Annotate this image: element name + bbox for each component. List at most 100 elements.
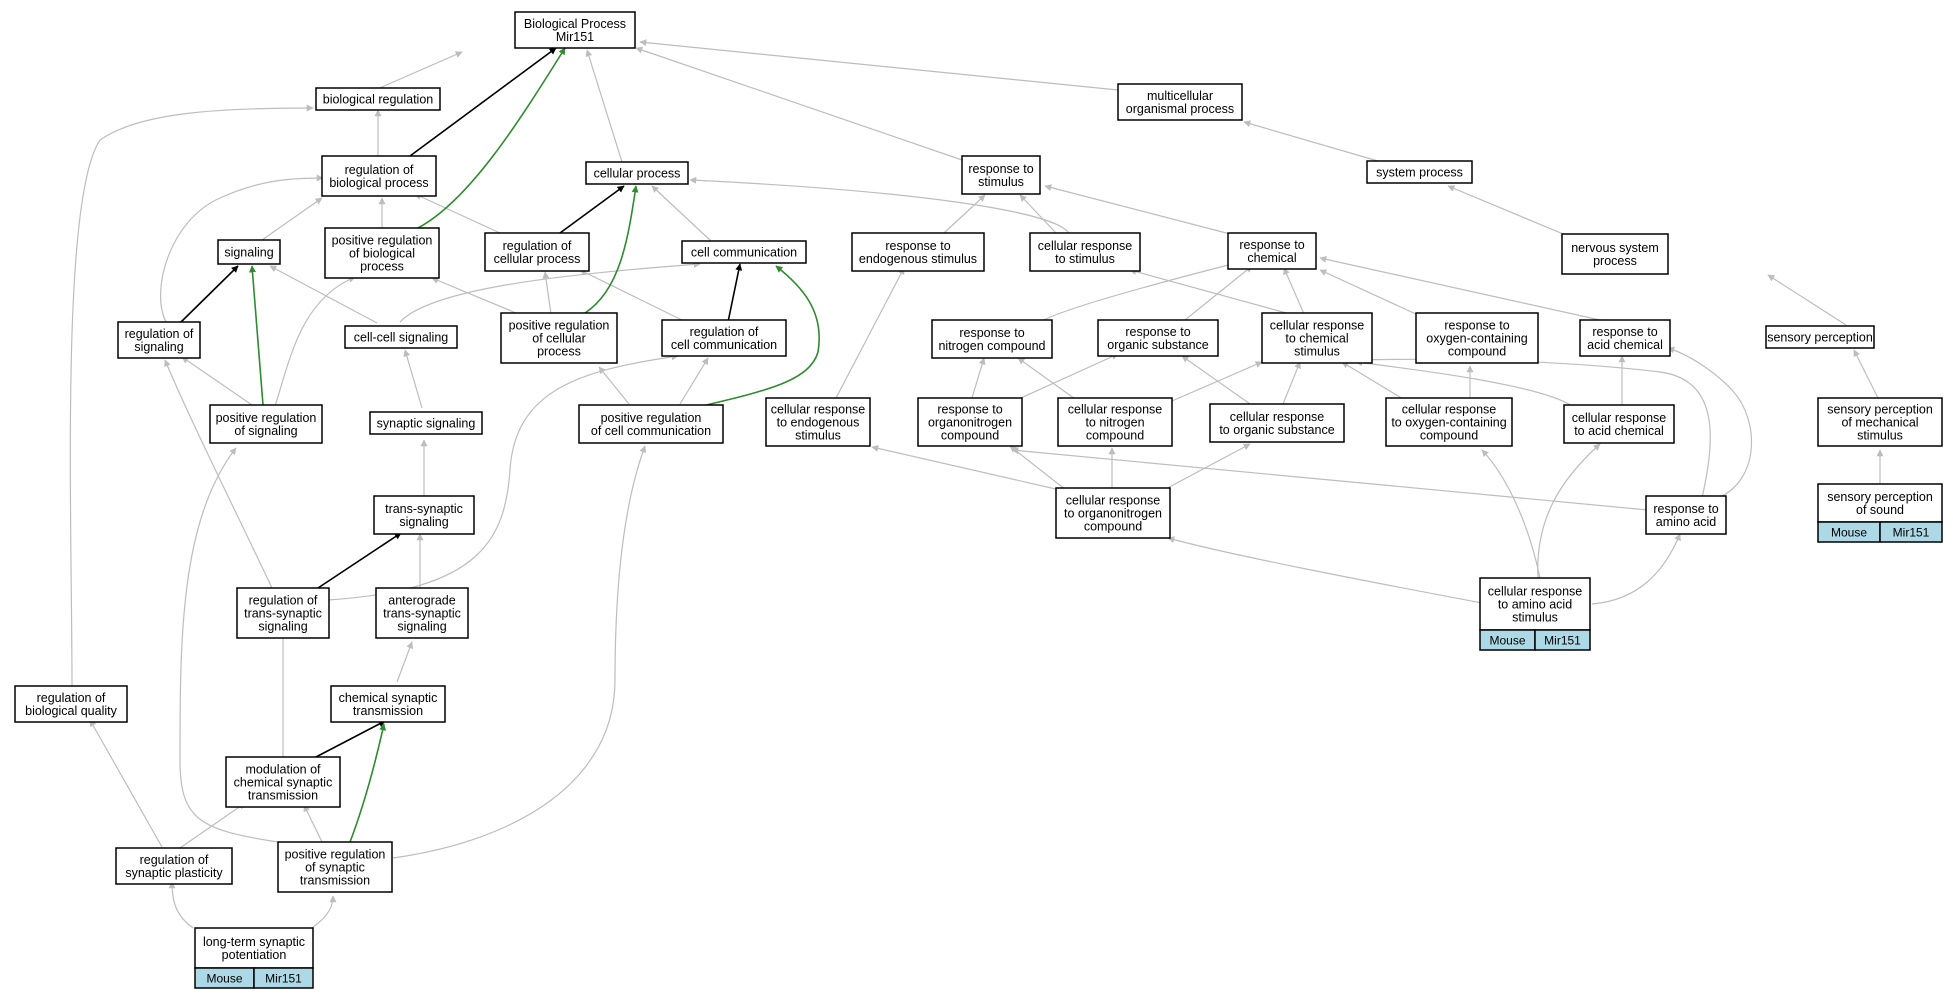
node-label-line: regulation of: [503, 239, 572, 253]
gene-tag-label: Mir151: [265, 972, 302, 986]
node-label-line: trans-synaptic: [244, 607, 322, 621]
node-label-line: sensory perception: [1827, 490, 1933, 504]
node-box: [1645, 495, 1727, 535]
edge-ltp-posregsyn: [311, 895, 337, 929]
node-label-line: regulation of: [249, 594, 318, 608]
node-label-line: chemical synaptic: [234, 776, 333, 790]
node-label-line: regulation of: [37, 691, 106, 705]
node-label-line: stimulus: [1512, 611, 1558, 625]
node-label-line: response to: [1653, 502, 1718, 516]
edge-respon-resporg: [1011, 353, 1119, 403]
node-label-line: signaling: [258, 620, 307, 634]
node-label-line: cellular response: [1066, 494, 1161, 508]
node-cellcellsig[interactable]: cell-cell signaling: [344, 325, 458, 349]
node-label-line: Biological Process: [524, 17, 626, 31]
node-sysproc[interactable]: system process: [1366, 160, 1473, 184]
species-tag-label: Mouse: [1489, 634, 1525, 648]
edge-posregcellcomm-regcellcomm: [679, 357, 709, 405]
node-label-line: compound: [1084, 520, 1142, 534]
node-box: [851, 232, 985, 272]
edge-resporg-respchem: [1184, 265, 1253, 321]
node-label-line: biological regulation: [323, 93, 434, 107]
edge-regsig-regbp: [160, 174, 324, 323]
edge-regtranssyn-regsig: [164, 359, 273, 589]
node-label-line: nervous system: [1571, 241, 1659, 255]
node-label-line: compound: [1420, 429, 1478, 443]
node-label-line: cellular response: [1270, 319, 1365, 333]
edge-chemsyn-antero: [396, 641, 414, 683]
edge-respacid-respchem: [1319, 255, 1601, 321]
node-label-line: response to: [968, 162, 1033, 176]
node-label-line: of sound: [1856, 503, 1904, 517]
node-box: [1561, 233, 1669, 275]
node-box: [1097, 319, 1219, 357]
node-label-line: response to: [885, 239, 950, 253]
edge-cellrespaa-cellrespoxy: [1481, 449, 1541, 579]
node-label-line: of mechanical: [1841, 416, 1918, 430]
node-signaling[interactable]: signaling: [217, 239, 281, 265]
species-tag-label: Mouse: [206, 972, 242, 986]
node-label-line: stimulus: [1857, 429, 1903, 443]
edge-posregsig-posregbp: [274, 276, 356, 407]
node-label-line: anterograde: [388, 594, 455, 608]
node-cellproc[interactable]: cellular process: [585, 161, 689, 185]
edge-cellrespnitro-respnitro: [1017, 357, 1083, 405]
node-box: [369, 411, 483, 435]
node-label-line: long-term synaptic: [203, 935, 305, 949]
node-cellcomm[interactable]: cell communication: [681, 240, 807, 264]
edge-nervsys-sysproc: [1447, 185, 1569, 237]
edge-respon-respnitro: [971, 357, 986, 399]
gene-tag-cell: [253, 967, 314, 989]
node-label-line: regulation of: [140, 853, 209, 867]
node-box: [217, 239, 281, 265]
node-label-line: cellular response: [1488, 585, 1583, 599]
node-box: [115, 847, 233, 885]
node-synsig[interactable]: synaptic signaling: [369, 411, 483, 435]
edge-cellresporg-cellrespchem: [1282, 361, 1301, 405]
node-sensperc[interactable]: sensory perception: [1765, 325, 1875, 349]
node-label-line: cellular response: [1402, 403, 1497, 417]
node-bioreg[interactable]: biological regulation: [315, 87, 441, 111]
gene-tag-label: Mir151: [1544, 634, 1581, 648]
